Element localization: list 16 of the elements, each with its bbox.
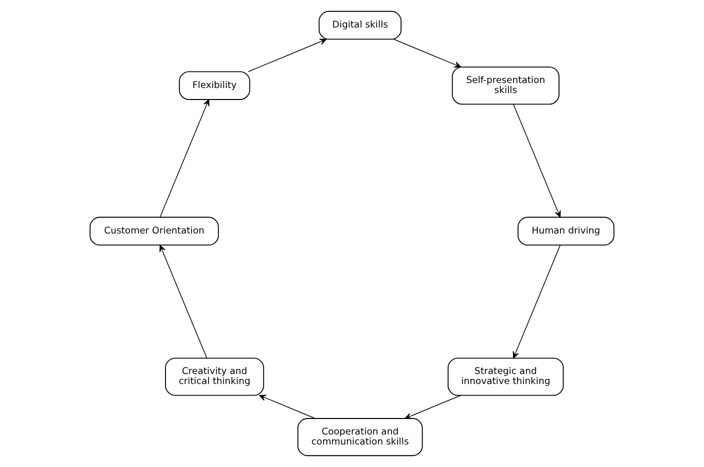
node-box: Cooperation and communication skills — [297, 418, 423, 456]
arrow — [404, 394, 462, 420]
arrow — [394, 38, 462, 68]
arrow — [159, 244, 208, 358]
node-box: Creativity and critical thinking — [165, 358, 264, 396]
arrow — [259, 394, 316, 419]
arrow — [513, 104, 561, 218]
node-box: Digital skills — [318, 10, 402, 40]
arrow — [248, 38, 327, 72]
node-box: Human driving — [518, 216, 614, 246]
node-box: Flexibility — [178, 71, 250, 100]
arrow — [160, 99, 210, 218]
arrow — [512, 244, 561, 358]
node-box: Self-presentation skills — [452, 66, 560, 105]
node-box: Strategic and innovative thinking — [448, 358, 564, 396]
node-box: Customer Orientation — [90, 216, 219, 246]
